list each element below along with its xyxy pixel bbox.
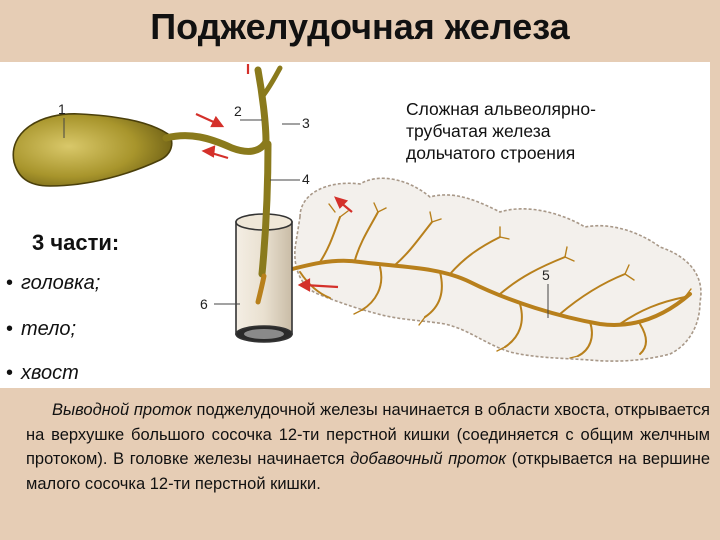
label-4: 4 bbox=[302, 171, 310, 187]
caption-line-1: Сложная альвеолярно- bbox=[406, 99, 596, 119]
part-item-body: • тело; bbox=[6, 318, 76, 341]
diagram-panel: 1 2 3 4 5 6 Сложная альвеолярно- трубчат… bbox=[0, 62, 710, 388]
part-body-label: тело; bbox=[21, 318, 77, 340]
bullet-icon: • bbox=[6, 318, 14, 340]
description-part-2: (открывается на вершине малого сосочка 1… bbox=[26, 450, 710, 493]
label-6: 6 bbox=[200, 296, 208, 312]
pancreas-diagram: 1 2 3 4 5 6 bbox=[12, 64, 702, 362]
slide-title: Поджелудочная железа bbox=[150, 6, 570, 47]
part-tail-label: хвост bbox=[21, 362, 79, 384]
gallbladder bbox=[12, 113, 173, 187]
part-item-tail: • хвост bbox=[6, 362, 79, 385]
description-paragraph: Выводной проток поджелудочной железы нач… bbox=[26, 398, 710, 496]
part-item-head: • головка; bbox=[6, 272, 100, 295]
caption-line-2: трубчатая железа bbox=[406, 121, 551, 141]
pancreatic-duct bbox=[260, 202, 692, 359]
caption-line-3: дольчатого строения bbox=[406, 143, 576, 163]
gland-caption: Сложная альвеолярно- трубчатая железа до… bbox=[406, 98, 706, 164]
label-3: 3 bbox=[302, 115, 310, 131]
accessory-duct-term: добавочный проток bbox=[350, 450, 507, 468]
flow-arrows bbox=[195, 64, 353, 292]
leader-lines bbox=[63, 118, 549, 318]
label-5: 5 bbox=[542, 267, 550, 283]
main-duct-term: Выводной проток bbox=[52, 401, 192, 419]
bullet-icon: • bbox=[6, 272, 14, 294]
parts-heading: 3 части: bbox=[32, 230, 120, 255]
bile-ducts bbox=[162, 65, 283, 305]
bullet-icon: • bbox=[6, 362, 14, 384]
part-head-label: головка; bbox=[21, 272, 101, 294]
label-2: 2 bbox=[234, 103, 242, 119]
label-1: 1 bbox=[58, 101, 66, 117]
pancreas-gland bbox=[294, 177, 702, 362]
description-part-1: поджелудочной железы начинается в област… bbox=[26, 401, 710, 468]
